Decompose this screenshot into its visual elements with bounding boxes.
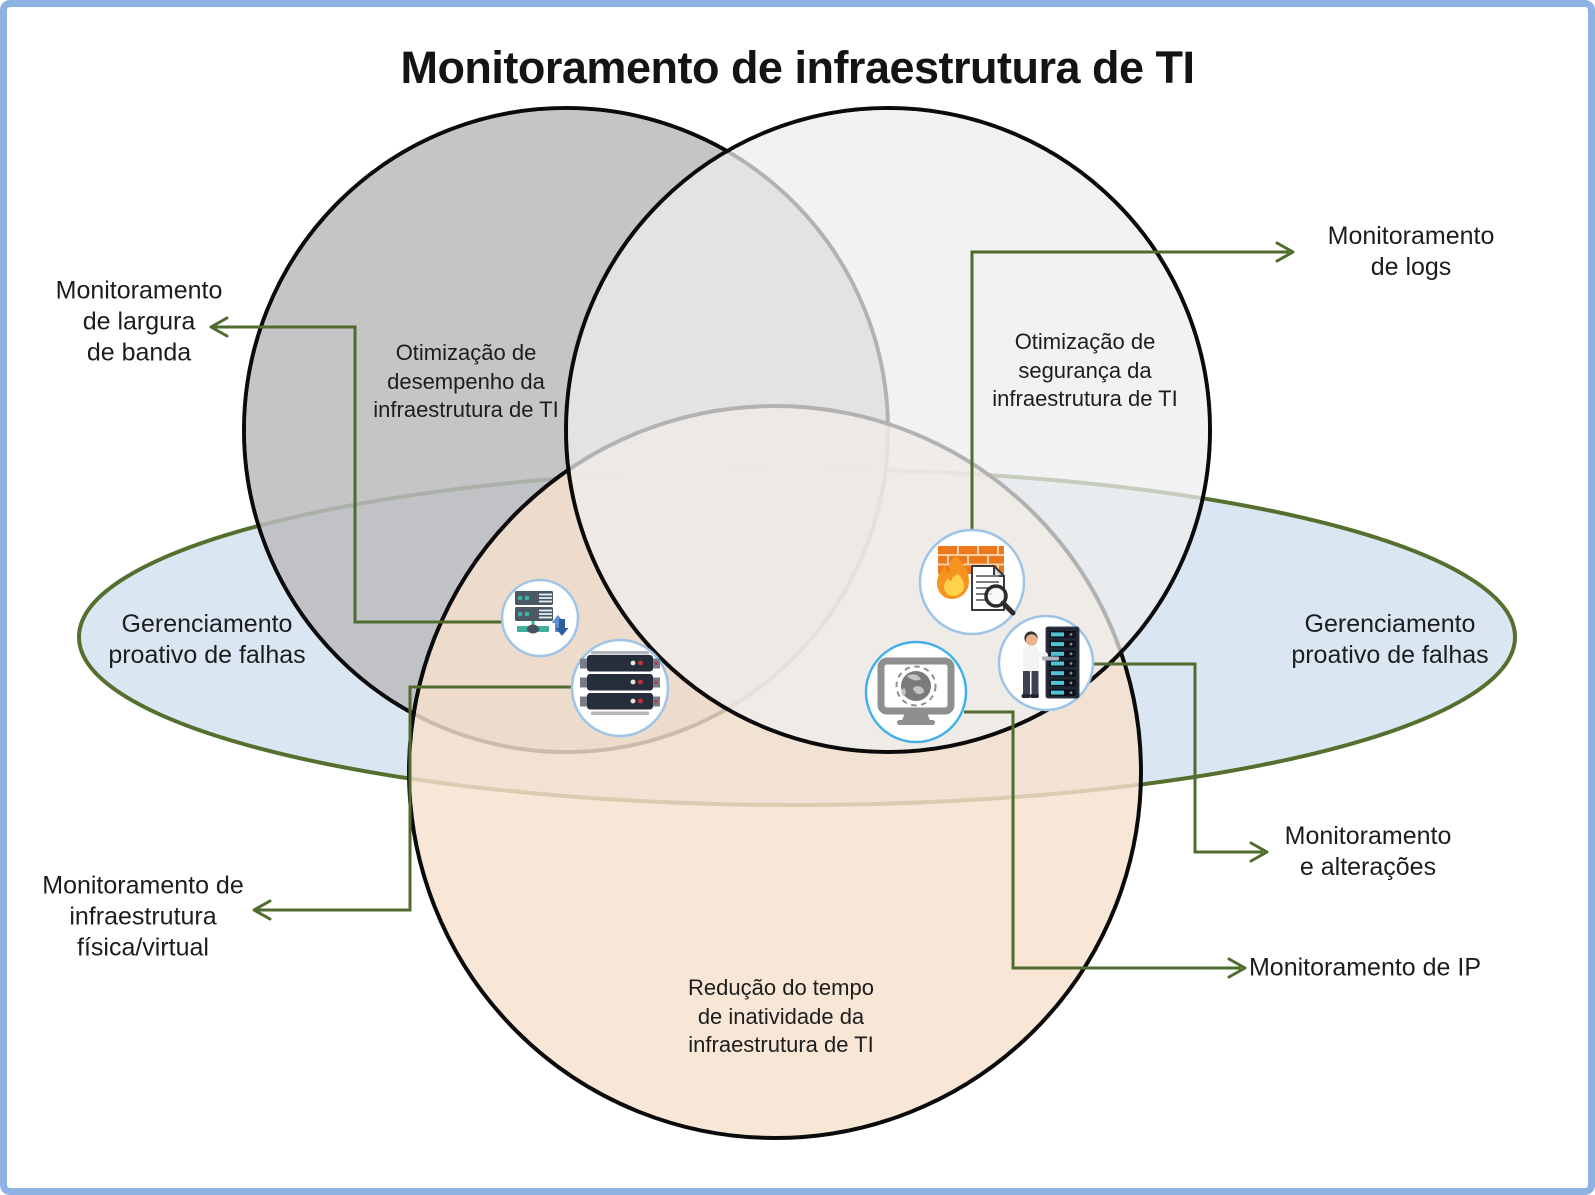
label-line: de largura [82,307,196,336]
label-line: Monitoramento [1284,822,1452,850]
server-rack-icon [570,638,670,738]
logs-arrowhead [1275,241,1295,263]
changes-callout-line [1094,662,1263,854]
ip-callout-label: Monitoramento de IP [1249,953,1481,984]
bandwidth-callout [209,316,502,624]
label-line: infraestrutura de TI [688,1032,874,1058]
changes-callout [1094,662,1269,863]
logs-callout-label: Monitoramento de logs [1328,221,1495,283]
label-line: Redução do tempo [688,975,874,1001]
label-line: Monitoramento [55,276,223,305]
changes-callout-label: Monitoramento e alterações [1285,821,1452,883]
label-line: infraestrutura de TI [373,397,559,423]
physical-virtual-callout [252,685,571,921]
bandwidth-callout-label: Monitoramento de largura de banda [56,276,223,369]
label-line: Monitoramento de [42,871,244,900]
proactive-right-label: Gerenciamento proativo de falhas [1291,609,1488,671]
label-line: Otimização de [1014,329,1156,355]
page-title: Monitoramento de infraestrutura de TI [400,42,1195,93]
label-line: de inatividade da [697,1003,865,1029]
bandwidth-arrowhead [209,316,229,338]
ip-arrowhead [1227,957,1247,979]
bandwidth-servers-icon [500,578,580,658]
security-circle [568,110,1208,750]
label-line: e alterações [1299,853,1437,881]
ip-callout-line [964,710,1241,970]
person-server-rack-icon [997,614,1095,712]
physical-virtual-callout-label: Monitoramento de infraestrutura física/v… [42,871,244,964]
physical-virtual-callout-line [257,685,571,912]
logs-callout-line [970,250,1289,530]
label-line: Monitoramento de IP [1248,953,1482,982]
downtime-region-label: Redução do tempo de inatividade da infra… [688,974,874,1060]
label-line: infraestrutura [69,902,217,931]
label-line: segurança da [1018,357,1152,383]
label-line: Monitoramento [1327,222,1495,250]
label-line: Gerenciamento [121,610,293,638]
proactive-left-label: Gerenciamento proativo de falhas [108,609,305,671]
label-line: proativo de falhas [1291,641,1489,669]
monitor-globe-icon [864,640,968,744]
security-region-label: Otimização de segurança da infraestrutur… [992,328,1177,414]
label-line: Gerenciamento [1304,610,1476,638]
changes-arrowhead [1249,841,1269,863]
logs-callout [970,241,1295,530]
security-circle-outline [564,106,1212,754]
label-line: física/virtual [77,933,209,962]
physical-virtual-arrowhead [252,899,272,921]
label-line: infraestrutura de TI [992,386,1178,412]
bandwidth-callout-line [214,325,502,624]
label-line: de banda [86,338,192,367]
firewall-log-search-icon [918,528,1026,636]
ip-callout [964,710,1247,979]
label-line: Otimização de [395,340,537,366]
label-line: de logs [1370,253,1452,281]
performance-region-label: Otimização de desempenho da infraestrutu… [373,339,558,425]
label-line: proativo de falhas [108,641,306,669]
label-line: desempenho da [387,368,545,394]
